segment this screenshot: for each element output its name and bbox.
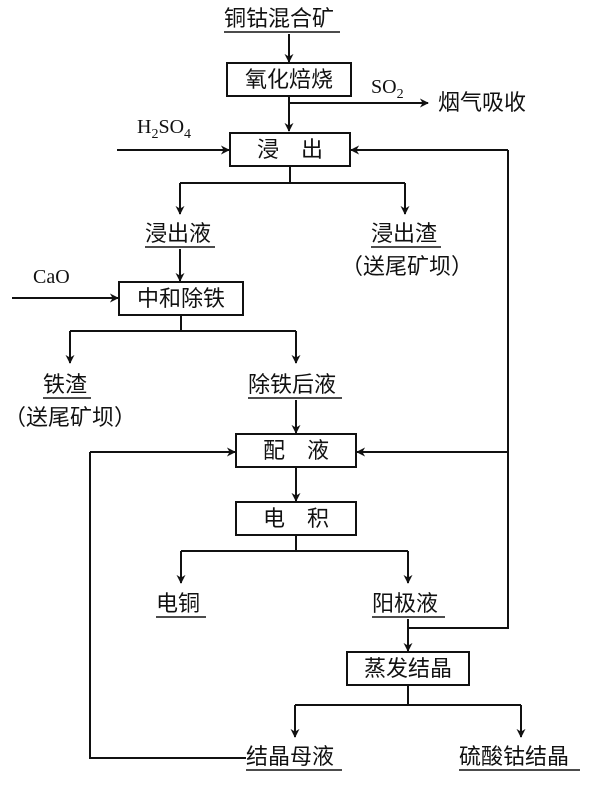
node-product: 硫酸钴结晶 [459, 745, 569, 770]
node-anolyte: 阳极液 [372, 592, 438, 617]
node-after-iron: 除铁后液 [248, 373, 336, 398]
node-copper: 电铜 [156, 592, 200, 617]
h2so4-h: H [137, 116, 151, 138]
node-iron-slag: 铁渣 [43, 373, 87, 398]
so2-main: SO [371, 76, 397, 98]
node-leach-residue: 浸出渣 [371, 222, 437, 247]
h2so4-2: 2 [151, 127, 158, 142]
label-cao: CaO [33, 266, 70, 288]
box-neutral [118, 281, 244, 316]
node-leach: 浸 出 [257, 138, 323, 163]
node-ore: 铜钴混合矿 [224, 7, 334, 32]
box-roast [226, 62, 352, 97]
box-evap [346, 651, 470, 686]
box-electro [235, 501, 357, 536]
h2so4-so: SO [158, 116, 184, 138]
note-residue-dest-2: （送尾矿坝） [4, 406, 136, 431]
line-mother-recycle [89, 452, 246, 759]
line-anolyte-recycle [408, 150, 509, 629]
label-h2so4: H2SO4 [137, 116, 191, 142]
box-prep [235, 433, 357, 468]
node-evap: 蒸发结晶 [364, 657, 452, 682]
node-mother: 结晶母液 [246, 745, 334, 770]
node-neutral: 中和除铁 [137, 287, 225, 312]
node-electro: 电 积 [263, 507, 329, 532]
node-roast: 氧化焙烧 [245, 68, 333, 93]
so2-sub: 2 [397, 87, 404, 102]
node-prep: 配 液 [263, 439, 329, 464]
note-residue-dest-1: （送尾矿坝） [341, 255, 473, 280]
label-flue-absorb: 烟气吸收 [438, 91, 526, 116]
node-leach-liquor: 浸出液 [145, 222, 211, 247]
label-so2: SO2 [371, 76, 404, 102]
h2so4-4: 4 [184, 127, 191, 142]
